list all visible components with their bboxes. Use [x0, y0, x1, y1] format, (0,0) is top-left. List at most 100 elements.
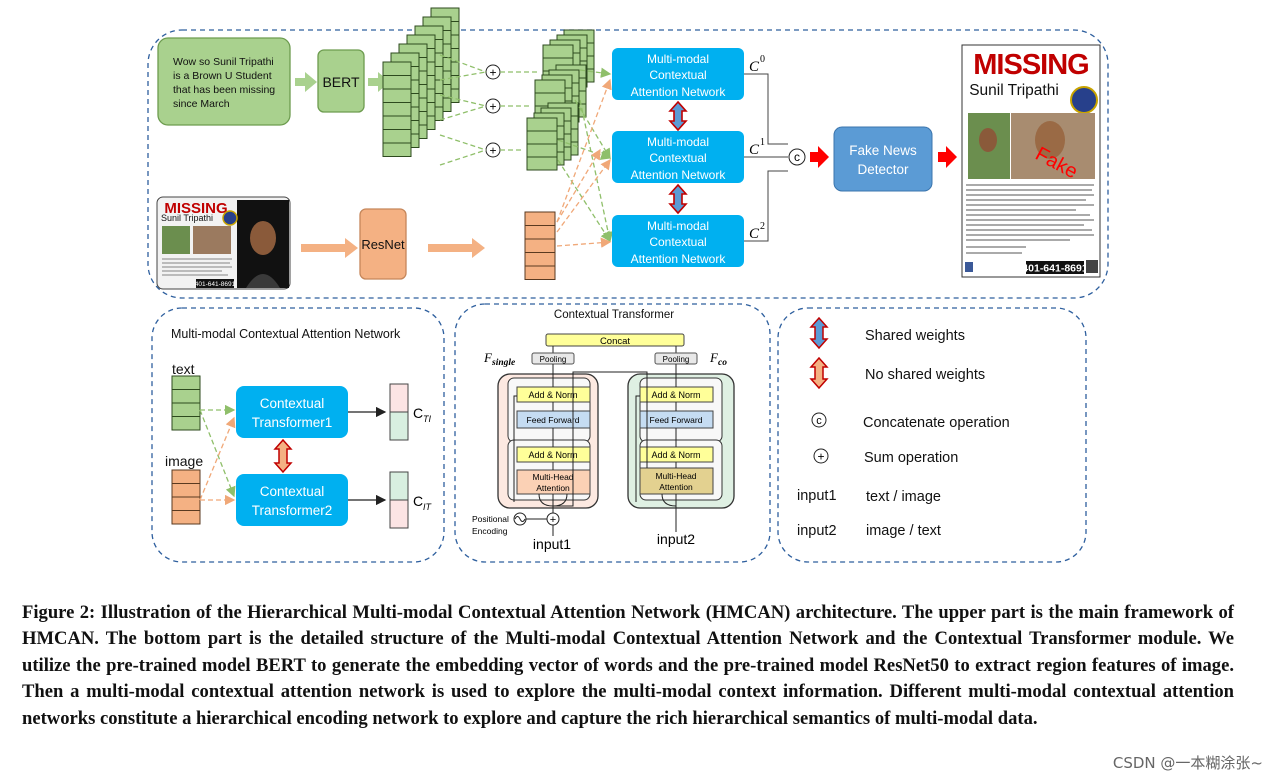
bert-stack-cell — [382, 102, 412, 117]
svg-text:C: C — [749, 59, 760, 75]
orange-arrow — [556, 78, 612, 223]
legend-no-shared: No shared weights — [865, 367, 985, 383]
text-label: text — [172, 361, 195, 377]
svg-text:Add & Norm: Add & Norm — [528, 390, 577, 400]
svg-text:C: C — [749, 142, 760, 158]
image-feature-cell — [524, 252, 556, 267]
sum-stack-cell — [526, 117, 558, 132]
left-add-norm-top: Add & Norm — [516, 386, 591, 403]
ct-input2: input2 — [657, 531, 695, 547]
sum-output-stacks — [526, 29, 595, 171]
svg-text:C: C — [413, 405, 423, 421]
sum-node-3: + — [485, 142, 501, 158]
bert-stack-cell — [382, 142, 412, 157]
sum-stack-cell — [526, 130, 558, 145]
concat-label: Concat — [600, 336, 630, 347]
svg-text:Detector: Detector — [857, 162, 909, 177]
resnet-label: ResNet — [361, 237, 405, 252]
out-it-vector — [389, 471, 409, 529]
svg-text:TI: TI — [423, 414, 431, 424]
svg-text:Contextual: Contextual — [649, 151, 706, 165]
image-feature-column — [524, 211, 556, 280]
svg-text:Contextual: Contextual — [260, 396, 325, 411]
svg-text:Pooling: Pooling — [540, 355, 567, 364]
arrow-bert-stack — [368, 72, 390, 92]
arrow-resnet-stack — [428, 238, 485, 258]
svg-text:Attention: Attention — [659, 482, 693, 492]
svg-text:Attention Network: Attention Network — [631, 85, 727, 99]
legend-input2-val: image / text — [866, 523, 941, 539]
shared-weight-arrow-1 — [668, 100, 688, 132]
mcan-block-2: Multi-modal Contextual Attention Network — [612, 215, 744, 267]
tweet-line-2: is a Brown U Student — [173, 70, 272, 82]
green-connector — [439, 149, 487, 166]
bert-stack-cell — [382, 75, 412, 90]
orange-arrow — [556, 158, 611, 233]
poster-missing: MISSING — [973, 49, 1088, 81]
svg-text:single: single — [491, 358, 516, 368]
svg-text:0: 0 — [760, 54, 765, 65]
svg-text:+: + — [489, 144, 496, 158]
tweet-box — [157, 37, 291, 126]
svg-text:Add & Norm: Add & Norm — [651, 390, 700, 400]
svg-text:c: c — [794, 150, 800, 164]
pos-enc-line-2: Encoding — [472, 526, 508, 536]
tweet-line-4: since March — [173, 98, 230, 110]
svg-text:Multi-modal: Multi-modal — [647, 135, 709, 149]
left-add-norm-bottom: Add & Norm — [516, 446, 591, 463]
concat-lines — [744, 73, 788, 242]
mcan-block-0: Multi-modal Contextual Attention Network — [612, 48, 744, 100]
legend-panel — [777, 307, 1087, 563]
legend-shared-arrow-icon — [809, 316, 829, 350]
legend-input2-key: input2 — [797, 523, 837, 539]
ct-panel — [454, 303, 771, 563]
green-arrow — [579, 67, 612, 78]
svg-text:Add & Norm: Add & Norm — [528, 450, 577, 460]
mcan-image-cell — [171, 496, 201, 511]
svg-text:Transformer1: Transformer1 — [252, 415, 333, 430]
svg-text:F: F — [483, 350, 493, 365]
svg-text:+: + — [489, 66, 496, 80]
bert-box — [317, 49, 365, 113]
ct-input1: input1 — [533, 536, 571, 552]
mcan-block-1: Multi-modal Contextual Attention Network — [612, 131, 744, 183]
out-ti-vector — [389, 383, 409, 441]
svg-text:Fake News: Fake News — [849, 143, 917, 158]
right-add-norm-top: Add & Norm — [639, 386, 714, 403]
mcan-connector — [199, 416, 236, 501]
positional-encoding-icon — [513, 512, 547, 526]
thumb-name: Sunil Tripathi — [161, 213, 213, 223]
svg-text:Attention Network: Attention Network — [631, 168, 727, 182]
svg-text:Contextual: Contextual — [260, 484, 325, 499]
pooling-left: Pooling — [531, 352, 575, 365]
svg-text:Feed Forward: Feed Forward — [527, 415, 580, 425]
sum-stack-cell — [526, 156, 558, 171]
concat-node: c — [788, 148, 806, 166]
legend-concat: Concatenate operation — [863, 415, 1010, 431]
mcan-text-cell — [171, 389, 201, 404]
svg-text:Multi-Head: Multi-Head — [655, 471, 696, 481]
svg-text:Contextual: Contextual — [649, 68, 706, 82]
image-feature-cell — [524, 265, 556, 280]
figure-caption: Figure 2: Illustration of the Hierarchic… — [22, 602, 1234, 729]
image-feature-cell — [524, 238, 556, 253]
mcan-connector — [199, 409, 236, 498]
green-arrow — [579, 99, 614, 243]
svg-text:Contextual: Contextual — [649, 235, 706, 249]
mcan-text-column — [171, 375, 201, 431]
legend-no-shared-arrow-icon — [809, 356, 829, 390]
svg-text:C: C — [749, 226, 760, 242]
mcan-text-cell — [171, 375, 201, 390]
top-panel — [147, 29, 1109, 299]
sum-node-1: + — [485, 64, 501, 80]
image-thumbnail: MISSING Sunil Tripathi 401-641-8691 — [156, 196, 291, 290]
svg-text:+: + — [489, 100, 496, 114]
sum-stack-cell — [534, 79, 566, 94]
